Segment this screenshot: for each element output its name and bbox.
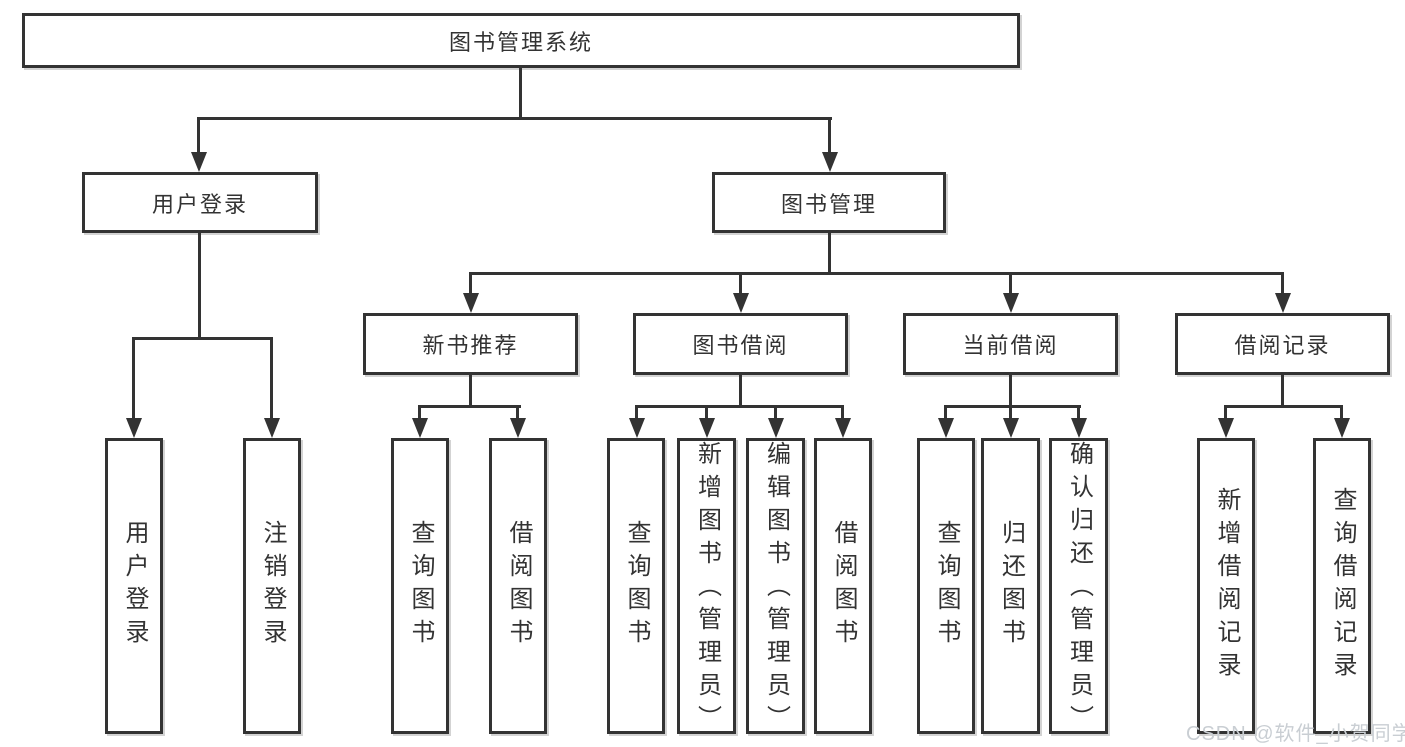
connector-arrow-down [264,418,280,438]
connector-line [635,405,844,408]
node-logout: 注销登录 [243,438,301,734]
watermark: CSDN @软件_小贺同学 [1186,723,1405,745]
connector-line [1224,405,1343,408]
connector-line [469,272,1284,275]
connector-line [418,405,421,420]
node-user-login: 用户登录 [105,438,163,734]
connector-line [418,405,521,408]
node-borrowing-records: 借阅记录 [1175,313,1390,375]
node-return-books: 归还图书 [981,438,1040,734]
connector-line [739,375,742,408]
node-search-books-borrowing: 查询图书 [607,438,665,734]
connector-arrow-down [1275,293,1291,313]
connector-line [1224,405,1227,420]
node-add-books-admin: 新增图书（管理员） [677,438,736,738]
connector-line [828,233,831,275]
connector-line [1009,375,1012,408]
connector-arrow-down [510,418,526,438]
node-search-borrow-record: 查询借阅记录 [1313,438,1371,734]
connector-arrow-down [1218,418,1234,438]
connector-arrow-down [835,418,851,438]
connector-arrow-down [629,418,645,438]
node-current-borrowing: 当前借阅 [903,313,1118,375]
connector-arrow-down [768,418,784,438]
connector-line [1340,405,1343,420]
connector-arrow-down [1071,418,1087,438]
connector-line [1009,405,1012,420]
connector-line [828,117,831,157]
connector-arrow-down [126,418,142,438]
connector-line [1281,272,1284,297]
node-borrow-books-recommend: 借阅图书 [489,438,547,734]
connector-line [132,337,273,340]
node-confirm-return-admin: 确认归还（管理员） [1049,438,1108,738]
connector-arrow-down [191,152,207,172]
connector-line [705,405,708,420]
connector-arrow-down [412,418,428,438]
connector-arrow-down [699,418,715,438]
connector-line [469,272,472,297]
node-search-books-current: 查询图书 [917,438,975,734]
node-library-management-system: 图书管理系统 [22,13,1020,68]
connector-arrow-down [822,152,838,172]
connector-arrow-down [1003,418,1019,438]
connector-line [739,272,742,297]
connector-line [944,405,947,420]
connector-line [519,67,522,119]
node-edit-books-admin: 编辑图书（管理员） [746,438,805,738]
node-book-borrowing: 图书借阅 [633,313,848,375]
node-user-login-module: 用户登录 [82,172,318,233]
connector-line [132,337,135,420]
node-new-book-recommendation: 新书推荐 [363,313,578,375]
connector-arrow-down [463,293,479,313]
node-search-books-recommend: 查询图书 [391,438,449,734]
connector-line [197,117,832,120]
connector-arrow-down [938,418,954,438]
connector-line [198,233,201,340]
node-borrow-books: 借阅图书 [814,438,872,734]
connector-line [635,405,638,420]
node-book-management-module: 图书管理 [712,172,946,233]
connector-line [841,405,844,420]
connector-line [1077,405,1080,420]
connector-arrow-down [733,293,749,313]
connector-line [774,405,777,420]
node-add-borrow-record: 新增借阅记录 [1197,438,1255,734]
connector-line [516,405,519,420]
connector-line [197,117,200,157]
connector-line [270,337,273,420]
connector-line [1009,272,1012,297]
connector-line [944,405,1081,408]
connector-line [469,375,472,408]
connector-arrow-down [1334,418,1350,438]
connector-line [1281,375,1284,408]
connector-arrow-down [1003,293,1019,313]
